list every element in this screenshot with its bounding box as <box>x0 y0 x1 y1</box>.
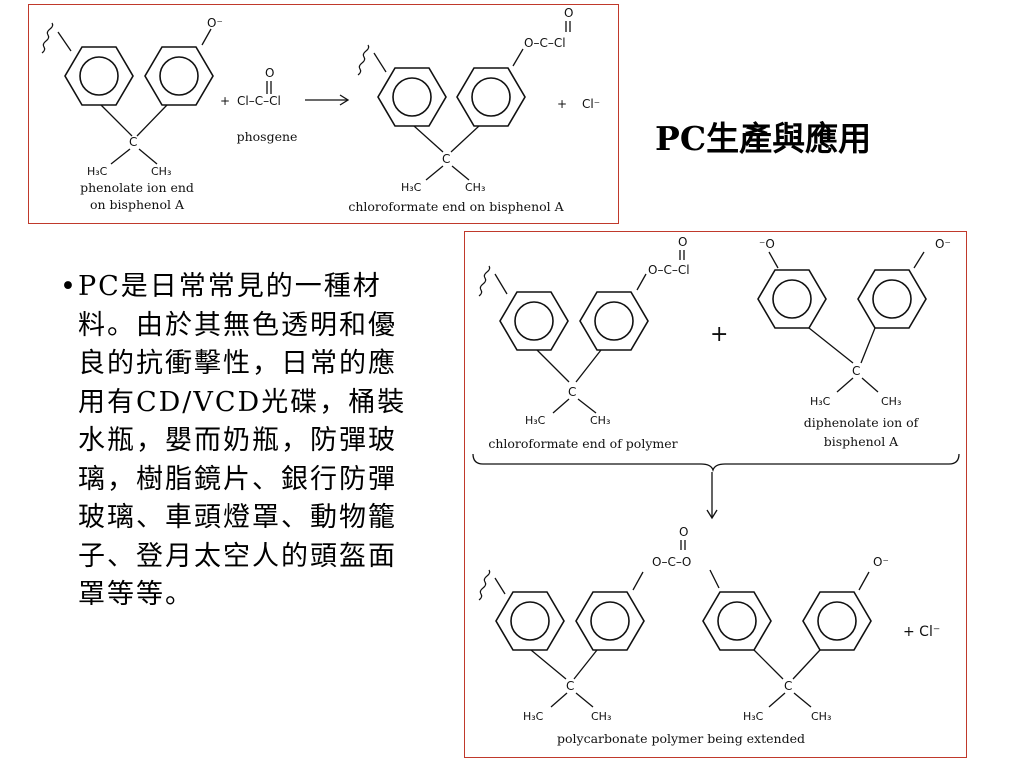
reaction-arrow <box>305 94 350 106</box>
methyl-label: CH₃ <box>591 710 611 723</box>
methyl-label: CH₃ <box>811 710 831 723</box>
polycarbonate-label: polycarbonate polymer being extended <box>557 731 805 746</box>
phosgene-label: phosgene <box>237 129 298 144</box>
quaternary-carbon-label: C <box>852 364 860 378</box>
bullet-list: •PC是日常常見的一種材料。由於其無色透明和優良的抗衝擊性，日常的應用有CD/V… <box>60 268 416 615</box>
benzene-ring <box>377 67 447 127</box>
chloride-ion-label: Cl⁻ <box>582 97 600 111</box>
reaction-figure-top: O⁻ C H₃C CH₃ phenolate ion end on bisphe… <box>28 4 619 224</box>
chloride-ion-label: + Cl⁻ <box>903 624 940 640</box>
benzene-ring <box>757 269 827 329</box>
quaternary-carbon-label: C <box>568 385 576 399</box>
plus-sign: + <box>220 94 230 108</box>
methyl-label: H₃C <box>523 710 544 723</box>
carbonyl-oxygen-label: O <box>564 6 573 20</box>
reaction-figure-bottom: O O–C–Cl C H₃C CH₃ chloroformate end of … <box>464 231 967 758</box>
bullet-text: PC是日常常見的一種材料。由於其無色透明和優良的抗衝擊性，日常的應用有CD/VC… <box>77 271 407 610</box>
benzene-ring <box>495 591 565 651</box>
plus-sign: + <box>557 97 567 111</box>
wavy-bond <box>478 265 491 297</box>
methyl-label: H₃C <box>810 395 831 408</box>
carbonyl-oxygen-label: O <box>265 66 274 80</box>
oxide-ion-label: O⁻ <box>207 16 223 30</box>
methyl-label: H₃C <box>87 165 108 178</box>
wavy-bond <box>357 44 370 76</box>
carbonyl-oxygen-label: O <box>679 525 688 539</box>
oxide-ion-label: ⁻O <box>759 237 775 251</box>
benzene-ring <box>857 269 927 329</box>
plus-sign: + <box>710 322 728 347</box>
benzene-ring <box>144 46 214 106</box>
oxide-ion-label: O⁻ <box>935 237 951 251</box>
benzene-ring <box>702 591 772 651</box>
reaction-arrow <box>706 472 718 520</box>
carbonate-group-label: O–C–O <box>652 555 691 569</box>
quaternary-carbon-label: C <box>784 679 792 693</box>
benzene-ring <box>575 591 645 651</box>
benzene-ring <box>64 46 134 106</box>
methyl-label: CH₃ <box>881 395 901 408</box>
phenolate-label-line2: on bisphenol A <box>90 197 185 212</box>
bullet-item: •PC是日常常見的一種材料。由於其無色透明和優良的抗衝擊性，日常的應用有CD/V… <box>60 268 416 615</box>
benzene-ring <box>499 291 569 351</box>
phenolate-label-line1: phenolate ion end <box>80 180 194 195</box>
wavy-bond <box>478 569 491 601</box>
benzene-ring <box>579 291 649 351</box>
diphenolate-label-line2: bisphenol A <box>824 434 899 449</box>
carbonyl-oxygen-label: O <box>678 235 687 249</box>
chloroformate-polymer-label: chloroformate end of polymer <box>488 436 677 451</box>
quaternary-carbon-label: C <box>566 679 574 693</box>
chloroformate-end-label: chloroformate end on bisphenol A <box>348 199 564 214</box>
wavy-bond <box>41 22 54 54</box>
slide-title: PC生產與應用 <box>655 119 872 158</box>
methyl-label: H₃C <box>401 181 422 194</box>
methyl-label: H₃C <box>525 414 546 427</box>
diphenolate-label-line1: diphenolate ion of <box>804 415 920 430</box>
reaction-diagram-bottom: O O–C–Cl C H₃C CH₃ chloroformate end of … <box>472 235 960 746</box>
methyl-label: H₃C <box>743 710 764 723</box>
methyl-label: CH₃ <box>465 181 485 194</box>
bullet-marker: • <box>60 271 78 302</box>
methyl-label: CH₃ <box>590 414 610 427</box>
grouping-brace <box>472 453 960 473</box>
quaternary-carbon-label: C <box>442 152 450 166</box>
oxide-ion-label: O⁻ <box>873 555 889 569</box>
quaternary-carbon-label: C <box>129 135 137 149</box>
chloroformate-group-label: O–C–Cl <box>524 36 566 50</box>
reaction-diagram-top: O⁻ C H₃C CH₃ phenolate ion end on bisphe… <box>41 6 600 214</box>
benzene-ring <box>456 67 526 127</box>
benzene-ring <box>802 591 872 651</box>
methyl-label: CH₃ <box>151 165 171 178</box>
chloroformate-group-label: O–C–Cl <box>648 263 690 277</box>
phosgene-formula: Cl–C–Cl <box>237 94 281 108</box>
